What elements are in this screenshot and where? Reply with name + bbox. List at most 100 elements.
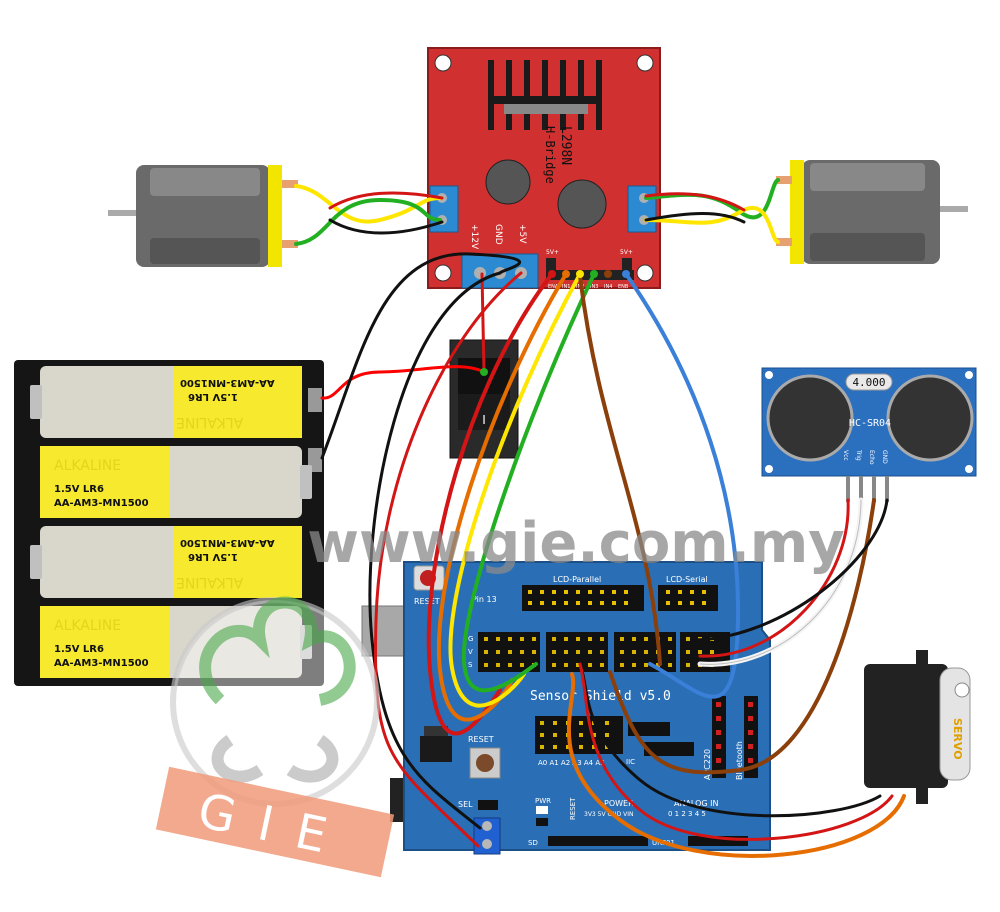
switch-on-label: I [482,413,486,427]
lcd-parallel-header [522,585,644,611]
battery-terminal-plus [308,388,322,412]
iic-header [628,722,670,736]
pin-enb-label: ENB [618,284,629,290]
gie-logo [170,596,380,807]
urf01-header [688,836,748,846]
analog-in-label: ANALOG IN [674,799,719,808]
wire-motor-left-black [328,218,444,235]
wire-battery-switch-red [320,365,486,400]
pin-in4-label: IN4 [604,284,612,290]
motor-b-terminal [627,185,657,233]
gvs-s-label: S [468,661,473,669]
sensor-transmitter [766,374,854,462]
apc220-label: APC220 [703,749,712,780]
pwr-label: PWR [535,797,551,805]
pin13-label: Pin 13 [472,595,497,604]
wire-gnd-shield-black [368,271,502,830]
wire-motor-right-red [644,192,746,212]
sel-label: SEL [458,800,473,809]
cell-1-code: AA-AM3-MN1500 [180,377,275,388]
reset-button-label: RESET [468,735,494,744]
wire-battery-gnd-black [320,252,521,460]
pin-5v-label: +5V [517,224,527,244]
cell-1-voltage: 1.5V LR6 [188,391,238,402]
wire-in4-brown [578,274,662,666]
sel-jumper [478,800,498,810]
cell-2-brand: ALKALINE [54,458,121,474]
bluetooth-label: Bluetooth [735,741,744,780]
servo-motor: SERVO [864,650,971,804]
voltage-regulator [420,736,452,762]
wire-motor-left-green [294,197,442,246]
motor-left [108,165,298,267]
reset-vertical-label: RESET [569,797,577,820]
battery-pack: ALKALINE 1.5V LR6 AA-AM3-MN1500 ALKALINE… [14,360,324,686]
heatsink [488,60,602,130]
sensor-pin-vcc: Vcc [842,450,849,461]
wire-5v-shield-red [374,271,523,848]
motor-left-cap [268,165,282,267]
cell-1-brand: ALKALINE [176,414,243,430]
hbridge-subtitle: H-Bridge [543,126,557,184]
pin-gnd-label: GND [493,224,503,245]
lcd-serial-header [658,585,718,611]
wire-motor-left-yellow [294,184,442,224]
shield-title: Sensor Shield v5.0 [530,689,671,704]
capacitor-2 [557,179,607,229]
arduino-sensor-shield: RESET Pin 13 LCD-Parallel LCD-Serial [361,561,771,855]
wire-in1-orange [437,272,568,722]
motor-right-shaft [938,206,968,212]
servo-label: SERVO [951,718,964,760]
battery-cell-3: ALKALINE 1.5V LR6 AA-AM3-MN1500 [30,526,302,598]
capacitor-1 [485,159,531,205]
sensor-receiver [886,374,974,462]
wire-sensor-gnd-black [690,498,889,642]
cell-4-brand: ALKALINE [54,618,121,634]
wire-servo-orange [566,672,906,858]
wires [294,178,906,858]
motor-right [776,160,968,264]
wire-motor-left-red [328,191,444,210]
pin-12v-label: +12V [469,224,479,250]
cell-3-code: AA-AM3-MN1500 [180,537,275,548]
power-label: POWER [604,799,634,808]
analog-pin-labels: A0 A1 A2 A3 A4 A5 [538,759,605,767]
reset-button[interactable] [476,754,494,772]
battery-cell-1: ALKALINE 1.5V LR6 AA-AM3-MN1500 [30,366,302,438]
cell-3-voltage: 1.5V LR6 [188,551,238,562]
wire-switch-12v-red [480,272,486,374]
sd-header [548,836,648,846]
aux-header [644,742,694,756]
bluetooth-header [744,696,758,778]
wire-motor-right-yellow [644,206,780,244]
wire-sensor-trig-white [699,499,862,665]
gie-banner [155,766,395,878]
wire-in3-green [461,272,596,693]
sd-label: SD [528,839,538,847]
watermark-url: www.gie.com.my [307,511,845,576]
iic-label: IIC [626,758,635,766]
sensor-model-label: HC-SR04 [849,418,891,429]
cell-2-voltage: 1.5V LR6 [54,484,104,495]
sensor-crystal-label: 4.000 [852,376,885,389]
wire-enb-blue [624,272,741,699]
wire-endpoints [480,270,630,376]
motor-right-cap [790,160,804,264]
apc220-header [712,696,726,778]
wire-servo-red [578,662,894,841]
wire-ena-red [426,272,554,736]
wire-servo-black [578,662,882,818]
power-pin-labels: 3V3 5V GND VIN [584,811,634,818]
pin-ena-label: ENA [548,284,559,290]
regulator-tab [424,726,448,736]
sensor-pin-echo: Echo [868,450,875,465]
l298n-hbridge: L298N H-Bridge +12V GND +5V 5V+ 5V+ ENA … [427,47,661,290]
gvs-v-label: V [468,648,473,656]
jumper-left-label: 5V+ [546,249,559,256]
pin-in1-label: IN1 [562,284,570,290]
pin-in3-label: IN3 [590,284,598,290]
hbridge-title: L298N [558,126,573,165]
motor-left-shaft [108,210,138,216]
sensor-pin-trig: Trig [855,449,862,461]
